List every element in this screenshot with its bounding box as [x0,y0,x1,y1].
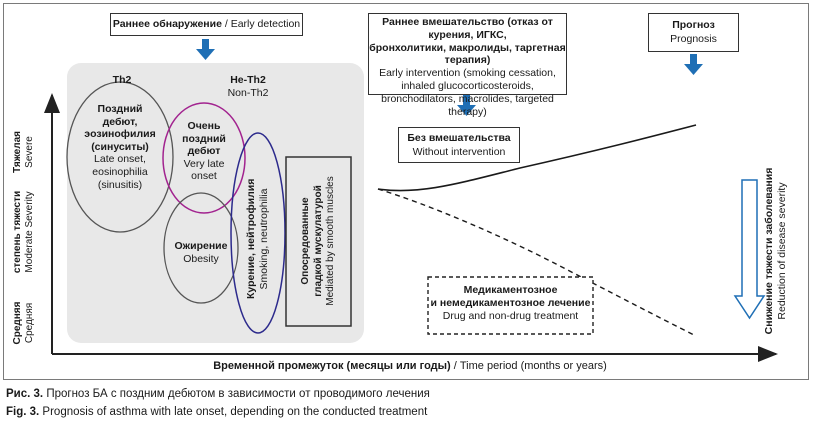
smooth-muscle-box [285,156,352,327]
late-onset-ellipse [66,81,174,233]
obesity-ellipse [163,192,239,304]
early-intervention-arrow-shaft [463,95,470,105]
early-detection-arrow-shaft [202,39,209,49]
without-intervention-curve [377,124,697,192]
early-intervention-arrow-head [457,105,476,116]
very-late-onset-label: Очень поздний дебют Very late onset [182,120,226,183]
prognosis-arrow-shaft [690,54,697,64]
phenotype-panel [67,63,364,343]
early-detection-box: Раннее обнаружение / Early detection [110,13,303,36]
caption-ru: Рис. 3. Прогноз БА с поздним дебютом в з… [6,388,430,400]
outer-frame [3,3,809,380]
smooth-muscle-label: Опосредованные гладкой мускулатурой Medi… [300,176,336,306]
drug-treatment-box [427,276,594,335]
early-intervention-box: Раннее вмешательство (отказ от курения, … [368,13,567,118]
non-th2-heading-en: Non-Th2 [227,87,269,99]
early-detection-arrow-head [196,49,215,60]
severity-reduction-arrow [733,179,766,320]
very-late-onset-ellipse [162,102,246,214]
th2-heading: Th2 [112,74,132,86]
x-axis-label: Временной промежуток (месяцы или годы) /… [213,360,607,372]
caption-en: Fig. 3. Prognosis of asthma with late on… [6,406,428,418]
non-th2-heading-ru: Не-Th2 [230,74,266,86]
smoking-ellipse [230,132,286,334]
late-onset-label: Поздний дебют, эозинофилия (синуситы) La… [84,103,156,191]
arrows [196,39,703,116]
drug-treatment-label: Медикаментозное и немедикаментозное лече… [430,284,591,322]
prognosis-arrow-head [684,64,703,75]
